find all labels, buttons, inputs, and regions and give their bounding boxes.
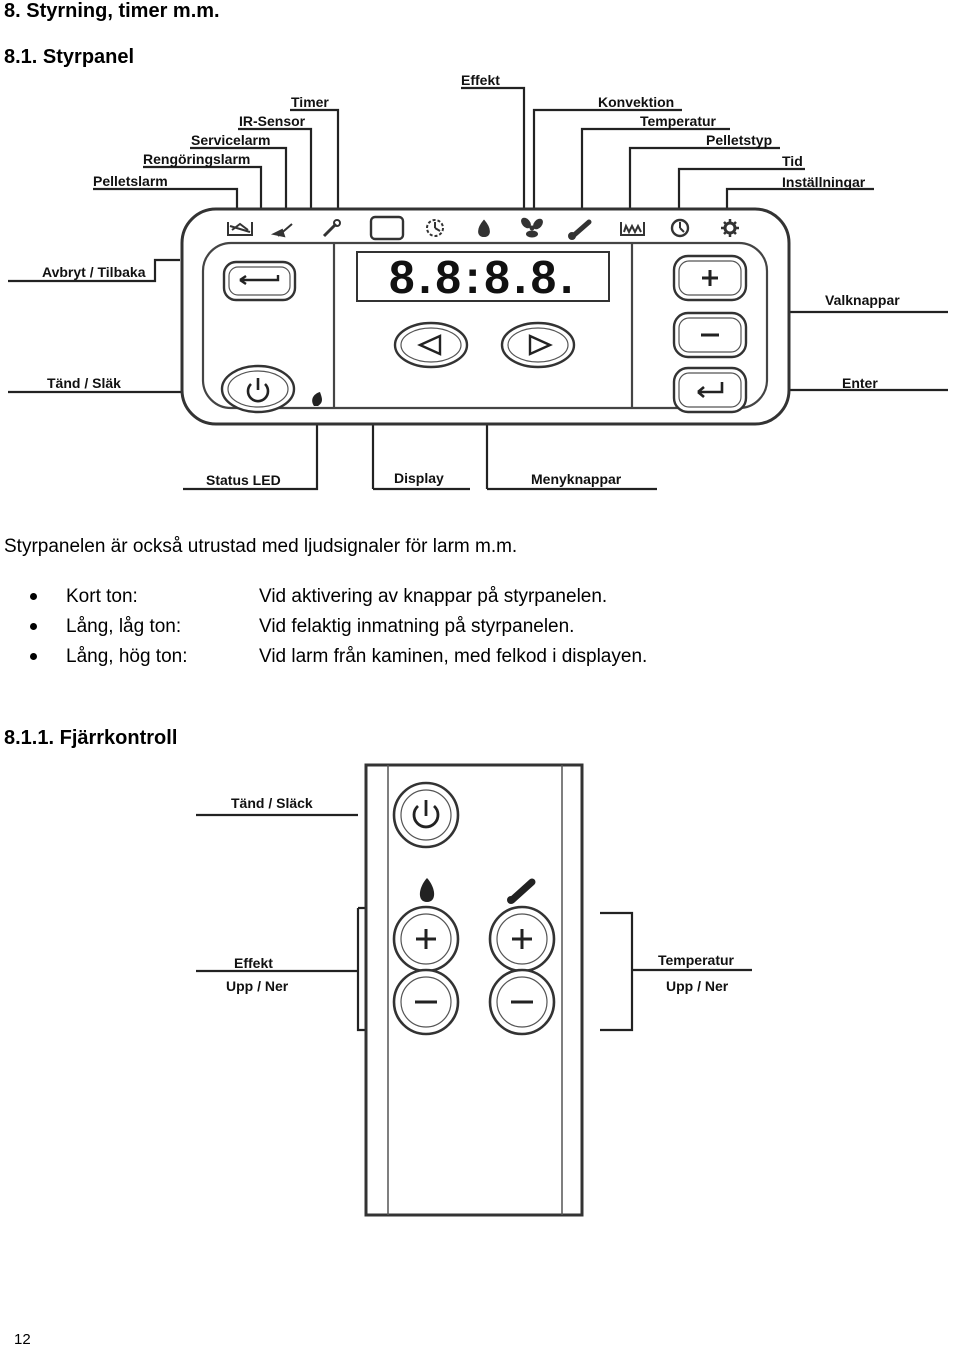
temperatur-plus-button[interactable] <box>488 905 556 973</box>
display-screen <box>356 251 610 302</box>
label-pelletstyp: Pelletstyp <box>706 132 772 148</box>
minus-button[interactable] <box>672 311 748 359</box>
menu-right-button[interactable] <box>500 321 576 369</box>
menu-left-button[interactable] <box>393 321 469 369</box>
label-enter: Enter <box>842 375 878 391</box>
remote-label-effekt: Effekt <box>234 955 273 971</box>
panel-icon-row <box>227 215 739 241</box>
bullet-value: Vid aktivering av knappar på styrpanelen… <box>259 586 608 607</box>
label-effekt: Effekt <box>461 72 500 88</box>
label-konvektion: Konvektion <box>598 94 674 110</box>
remote-control-diagram: Tänd / Släck Effekt Upp / Ner Temperatur… <box>196 763 752 1217</box>
installningar-gear-icon <box>721 219 739 237</box>
remote-label-effekt-sub: Upp / Ner <box>226 978 289 994</box>
bullet-value: Vid felaktig inmatning på styrpanelen. <box>259 616 575 637</box>
page-number: 12 <box>14 1331 31 1348</box>
label-tand: Tänd / Släk <box>47 375 121 391</box>
effekt-flame-icon <box>419 878 435 902</box>
bullet-icon <box>30 653 37 660</box>
remote-label-tand: Tänd / Släck <box>231 795 313 811</box>
remote-power-button[interactable] <box>392 781 460 849</box>
label-rengoringslarm: Rengöringslarm <box>143 151 250 167</box>
remote-label-temperatur-sub: Upp / Ner <box>666 978 729 994</box>
effekt-minus-button[interactable] <box>392 968 460 1036</box>
enter-button[interactable] <box>672 366 748 414</box>
label-timer: Timer <box>291 94 329 110</box>
power-button[interactable] <box>220 364 296 414</box>
section-heading: 8. Styrning, timer m.m. <box>4 0 220 22</box>
label-valknappar: Valknappar <box>825 292 900 308</box>
effekt-plus-button[interactable] <box>392 905 460 973</box>
status-led-icon <box>312 392 322 406</box>
bullet-icon <box>30 623 37 630</box>
remote-heading: 8.1.1. Fjärrkontroll <box>4 727 178 749</box>
rengoringslarm-icon <box>270 223 293 238</box>
label-status-led: Status LED <box>206 472 281 488</box>
timer-icon <box>426 219 444 237</box>
subsection-heading: 8.1. Styrpanel <box>4 46 135 68</box>
bullet-key: Kort ton: <box>66 586 138 607</box>
label-temperatur: Temperatur <box>640 113 717 129</box>
bullet-value: Vid larm från kaminen, med felkod i disp… <box>259 646 648 667</box>
effekt-flame-icon <box>478 219 490 238</box>
label-servicelarm: Servicelarm <box>191 132 270 148</box>
temperatur-thermometer-icon <box>568 219 592 240</box>
display-digits: 8.8:8.8. <box>389 251 577 303</box>
bullet-key: Lång, hög ton: <box>66 646 188 667</box>
servicelarm-icon <box>322 219 341 238</box>
pelletslarm-icon <box>227 222 253 236</box>
temperatur-minus-button[interactable] <box>488 968 556 1036</box>
bullet-key: Lång, låg ton: <box>66 616 182 637</box>
tid-clock-icon <box>670 218 690 238</box>
label-installningar: Inställningar <box>782 174 866 190</box>
label-tid: Tid <box>782 153 803 169</box>
intro-paragraph: Styrpanelen är också utrustad med ljudsi… <box>4 536 518 557</box>
temperatur-thermometer-icon <box>507 878 536 904</box>
label-menyknappar: Menyknappar <box>531 471 622 487</box>
ir-sensor-icon <box>369 215 405 241</box>
plus-button[interactable] <box>672 254 748 302</box>
remote-label-temperatur: Temperatur <box>658 952 735 968</box>
bullet-icon <box>30 593 37 600</box>
label-pelletslarm: Pelletslarm <box>93 173 168 189</box>
konvektion-fan-icon <box>521 217 543 238</box>
control-panel-diagram: 8.8:8.8. Effekt Timer IR-Sensor <box>8 72 948 491</box>
label-ir-sensor: IR-Sensor <box>239 113 306 129</box>
label-display: Display <box>394 470 444 486</box>
pelletstyp-icon <box>620 222 645 236</box>
avbryt-button[interactable] <box>222 260 297 302</box>
label-avbryt: Avbryt / Tilbaka <box>42 264 146 280</box>
